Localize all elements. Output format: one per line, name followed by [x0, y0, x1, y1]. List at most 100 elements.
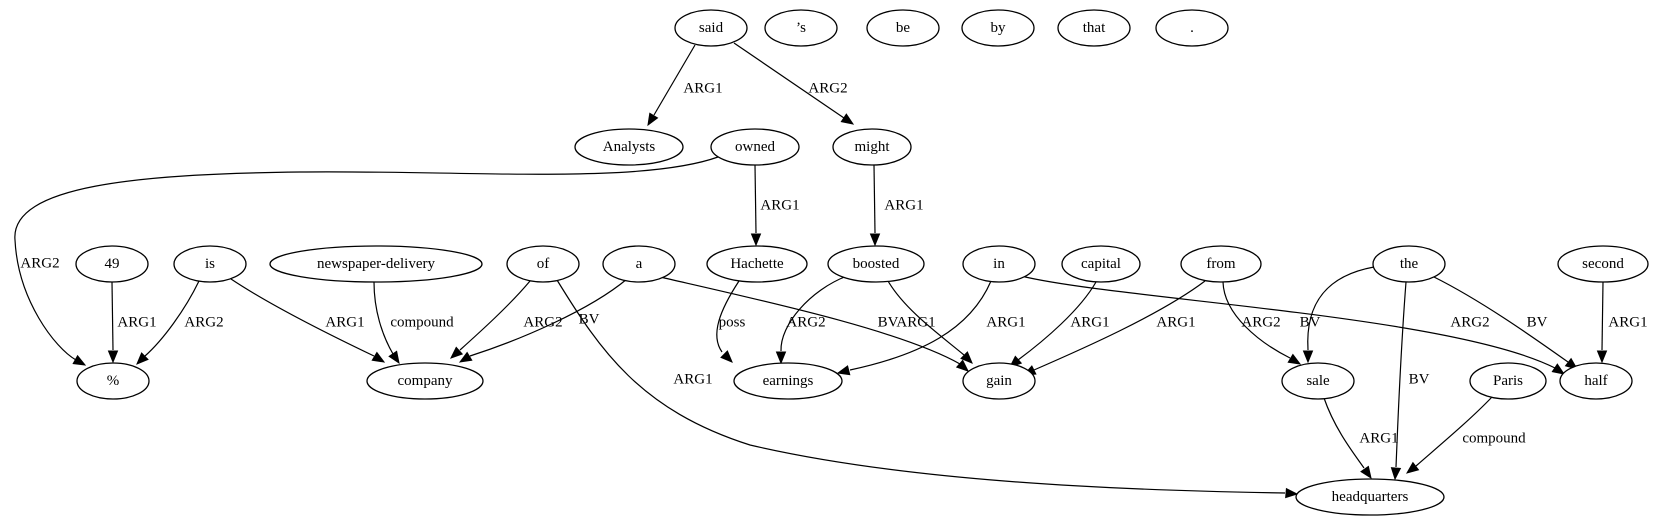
- node-hachette[interactable]: Hachette: [706, 245, 808, 283]
- arrow-head-icon: [72, 354, 87, 366]
- edge-label: ARG1: [117, 314, 156, 330]
- arrow-head-icon: [1405, 461, 1420, 474]
- arrow-head-icon: [750, 233, 762, 247]
- arrow-head-icon: [1360, 465, 1372, 480]
- edge-label: ARG2: [1241, 314, 1280, 330]
- node-ellipse[interactable]: [1061, 245, 1141, 283]
- edge-label: ARG2: [523, 314, 562, 330]
- node-ellipse[interactable]: [75, 245, 149, 283]
- node-be[interactable]: be: [866, 9, 940, 47]
- node-ellipse[interactable]: [76, 362, 150, 400]
- node-second[interactable]: second: [1557, 245, 1649, 283]
- node-label: Analysts: [603, 139, 656, 155]
- node-ellipse[interactable]: [961, 9, 1035, 47]
- edge-from-gain: ARG1: [1022, 280, 1206, 376]
- node-label: from: [1206, 256, 1235, 272]
- node-ellipse[interactable]: [1281, 362, 1355, 400]
- node-pct[interactable]: %: [76, 362, 150, 400]
- node-analysts[interactable]: Analysts: [574, 128, 684, 166]
- node-label: .: [1190, 20, 1194, 36]
- arrow-head-icon: [458, 351, 473, 363]
- node-sale[interactable]: sale: [1281, 362, 1355, 400]
- node-ellipse[interactable]: [962, 362, 1036, 400]
- node-ellipse[interactable]: [827, 245, 925, 283]
- node-of[interactable]: of: [506, 245, 580, 283]
- edge-line: [14, 156, 719, 361]
- edge-line: [1415, 396, 1493, 467]
- node-newspaper[interactable]: newspaper-delivery: [269, 245, 483, 283]
- arrow-head-icon: [1551, 363, 1566, 375]
- edge-label: ARG1: [683, 80, 722, 96]
- edge-line: [873, 164, 876, 234]
- edge-line: [1307, 266, 1375, 351]
- node-label: in: [993, 256, 1005, 272]
- node-ellipse[interactable]: [1180, 245, 1262, 283]
- node-the[interactable]: the: [1372, 245, 1446, 283]
- node-is[interactable]: is: [173, 245, 247, 283]
- node-hq[interactable]: headquarters: [1295, 478, 1445, 516]
- edge-is-pct: ARG2: [136, 280, 224, 365]
- node-in[interactable]: in: [962, 245, 1036, 283]
- edge-label: ARG2: [1450, 314, 1489, 330]
- edge-of-hq: ARG1: [556, 279, 1299, 499]
- edge-owned-pct: ARG2: [14, 156, 719, 366]
- node-ellipse[interactable]: [602, 245, 676, 283]
- node-ellipse[interactable]: [1295, 478, 1445, 516]
- node-s[interactable]: ’s: [764, 9, 838, 47]
- node-might[interactable]: might: [832, 128, 912, 166]
- arrow-head-icon: [371, 351, 386, 363]
- node-that[interactable]: that: [1057, 9, 1131, 47]
- node-ellipse[interactable]: [1057, 9, 1131, 47]
- edge-sale-hq: ARG1: [1323, 397, 1399, 480]
- arrow-head-icon: [107, 350, 119, 364]
- edge-is-company: ARG1: [230, 278, 386, 363]
- edge-in-half: ARG2: [1020, 275, 1566, 375]
- node-company[interactable]: company: [366, 362, 484, 400]
- arrow-head-icon: [955, 359, 969, 372]
- node-ellipse[interactable]: [366, 362, 484, 400]
- edge-label: ARG1: [896, 314, 935, 330]
- node-said[interactable]: said: [674, 9, 748, 47]
- node-ellipse[interactable]: [962, 245, 1036, 283]
- node-label: earnings: [763, 373, 814, 389]
- node-a[interactable]: a: [602, 245, 676, 283]
- node-gain[interactable]: gain: [962, 362, 1036, 400]
- node-half[interactable]: half: [1559, 362, 1633, 400]
- node-ellipse[interactable]: [733, 362, 843, 400]
- edge-label: poss: [719, 314, 746, 330]
- node-ellipse[interactable]: [706, 245, 808, 283]
- node-ellipse[interactable]: [269, 245, 483, 283]
- edge-label: compound: [1462, 430, 1526, 446]
- edge-label: compound: [390, 314, 454, 330]
- node-earnings[interactable]: earnings: [733, 362, 843, 400]
- node-ellipse[interactable]: [832, 128, 912, 166]
- node-ellipse[interactable]: [866, 9, 940, 47]
- node-ellipse[interactable]: [1559, 362, 1633, 400]
- node-dot[interactable]: .: [1155, 9, 1229, 47]
- node-ellipse[interactable]: [574, 128, 684, 166]
- node-ellipse[interactable]: [674, 9, 748, 47]
- edge-might-boosted: ARG1: [869, 164, 924, 247]
- node-by[interactable]: by: [961, 9, 1035, 47]
- node-ellipse[interactable]: [1155, 9, 1229, 47]
- node-label: capital: [1081, 256, 1121, 272]
- node-from[interactable]: from: [1180, 245, 1262, 283]
- node-ellipse[interactable]: [1372, 245, 1446, 283]
- node-ellipse[interactable]: [506, 245, 580, 283]
- node-boosted[interactable]: boosted: [827, 245, 925, 283]
- edge-label: BV: [878, 314, 899, 330]
- node-ellipse[interactable]: [710, 128, 800, 166]
- edge-said-might: ARG2: [733, 42, 855, 125]
- edge-line: [1395, 281, 1407, 468]
- node-capital[interactable]: capital: [1061, 245, 1141, 283]
- node-ellipse[interactable]: [1469, 362, 1547, 400]
- node-label: second: [1582, 256, 1624, 272]
- arrow-head-icon: [869, 233, 881, 247]
- node-paris[interactable]: Paris: [1469, 362, 1547, 400]
- node-ellipse[interactable]: [1557, 245, 1649, 283]
- node-ellipse[interactable]: [764, 9, 838, 47]
- node-owned[interactable]: owned: [710, 128, 800, 166]
- node-ellipse[interactable]: [173, 245, 247, 283]
- node-n49[interactable]: 49: [75, 245, 149, 283]
- node-label: half: [1584, 373, 1607, 389]
